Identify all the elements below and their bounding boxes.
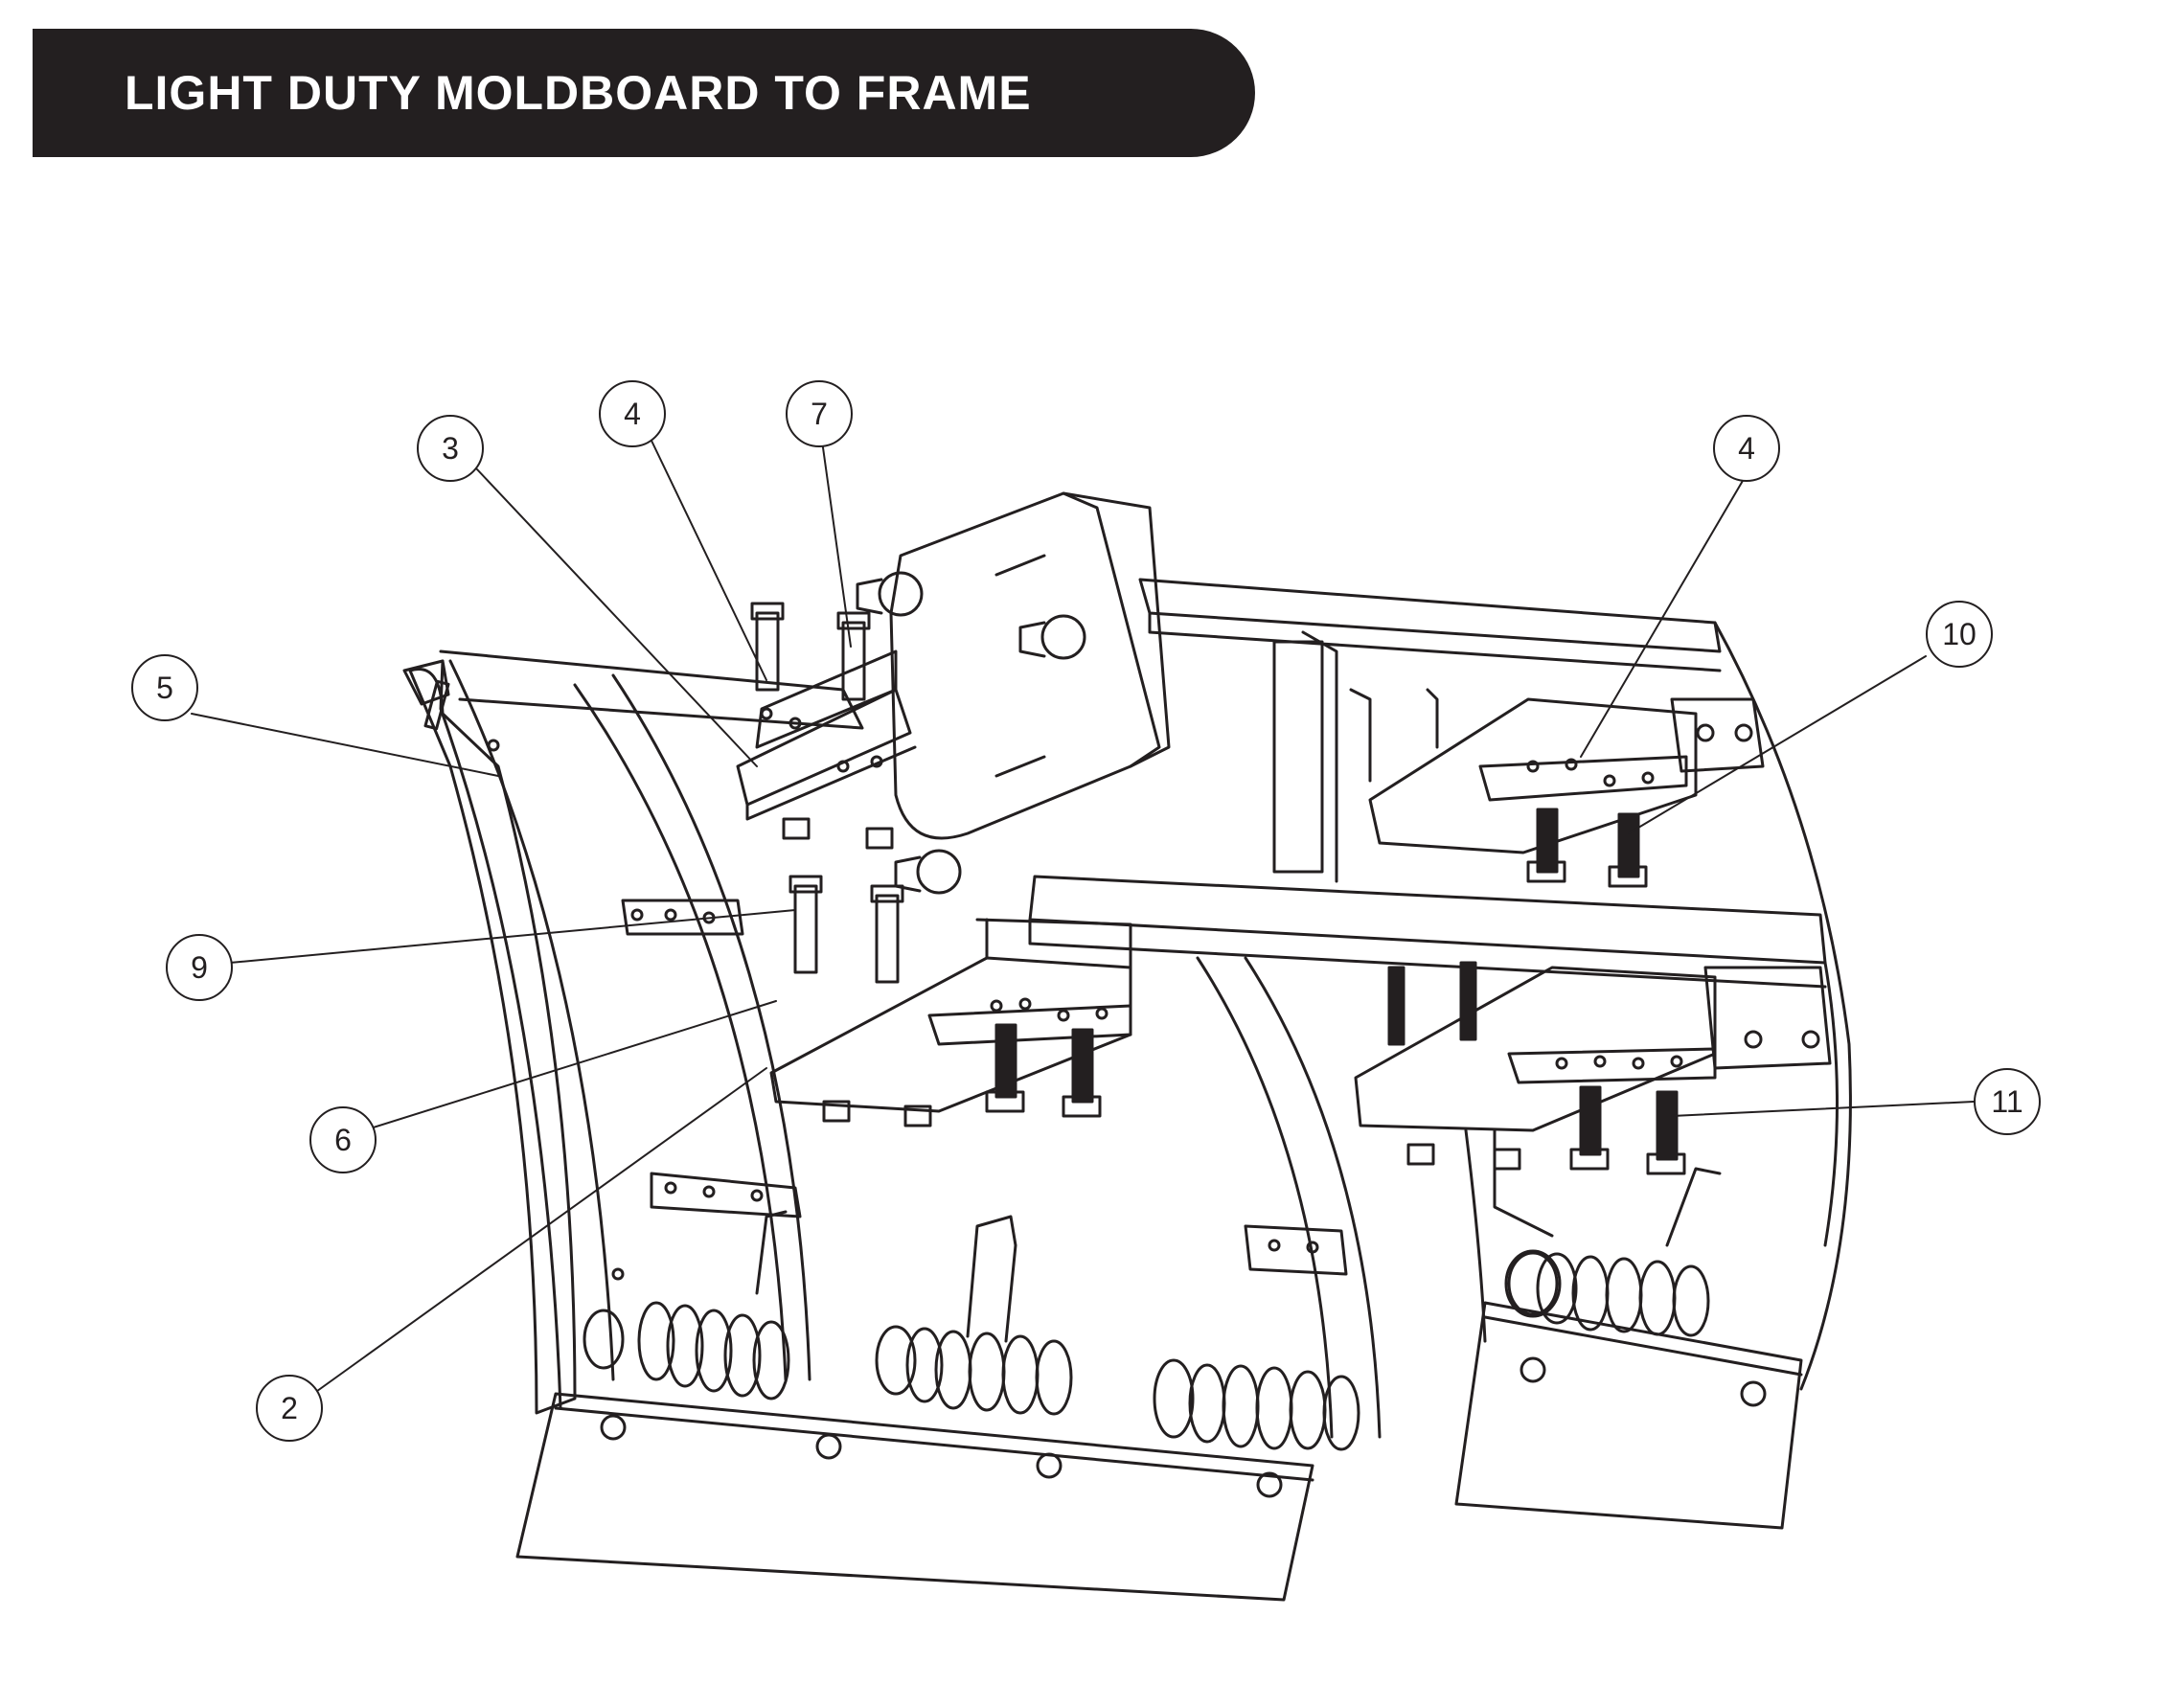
svg-text:6: 6 [334,1123,352,1157]
spring-4 [1504,1249,1710,1337]
callout-7: 7 [786,380,853,447]
callout-2: 2 [256,1375,323,1442]
upper-left-bracket [736,602,917,850]
callout-4-left: 4 [599,380,666,447]
page-title: LIGHT DUTY MOLDBOARD TO FRAME [125,66,1032,120]
spring-1 [637,1301,790,1401]
spring-3 [1153,1358,1360,1451]
callout-6: 6 [309,1106,377,1173]
svg-text:7: 7 [811,397,828,431]
svg-text:2: 2 [281,1391,298,1425]
upper-right-bracket [1349,688,1765,888]
svg-text:11: 11 [1991,1084,2022,1119]
mount-plate [856,491,1171,895]
svg-text:4: 4 [624,397,641,431]
lower-right-bracket [1354,961,1832,1175]
callout-5: 5 [131,654,198,721]
trip-springs [637,1167,1722,1451]
svg-text:10: 10 [1942,617,1977,651]
callout-4-right: 4 [1713,415,1780,482]
callout-9: 9 [166,934,233,1001]
svg-text:9: 9 [191,950,208,985]
spring-2 [875,1215,1073,1416]
callout-10: 10 [1926,601,1993,668]
svg-text:3: 3 [442,431,459,466]
callouts: 3 4 7 4 10 5 9 6 [131,380,2041,1442]
callout-3: 3 [417,415,484,482]
moldboard-left-section [402,649,864,1415]
svg-text:4: 4 [1738,431,1755,466]
cutting-edges [515,1301,1803,1602]
middle-left-bracket [621,875,1132,1127]
title-banner: LIGHT DUTY MOLDBOARD TO FRAME [33,29,1255,157]
leader-lines [191,440,1975,1400]
moldboard-right-section [650,956,1559,1439]
frame-rails [1028,578,1852,1391]
svg-text:5: 5 [156,671,173,705]
callout-11: 11 [1974,1068,2041,1135]
